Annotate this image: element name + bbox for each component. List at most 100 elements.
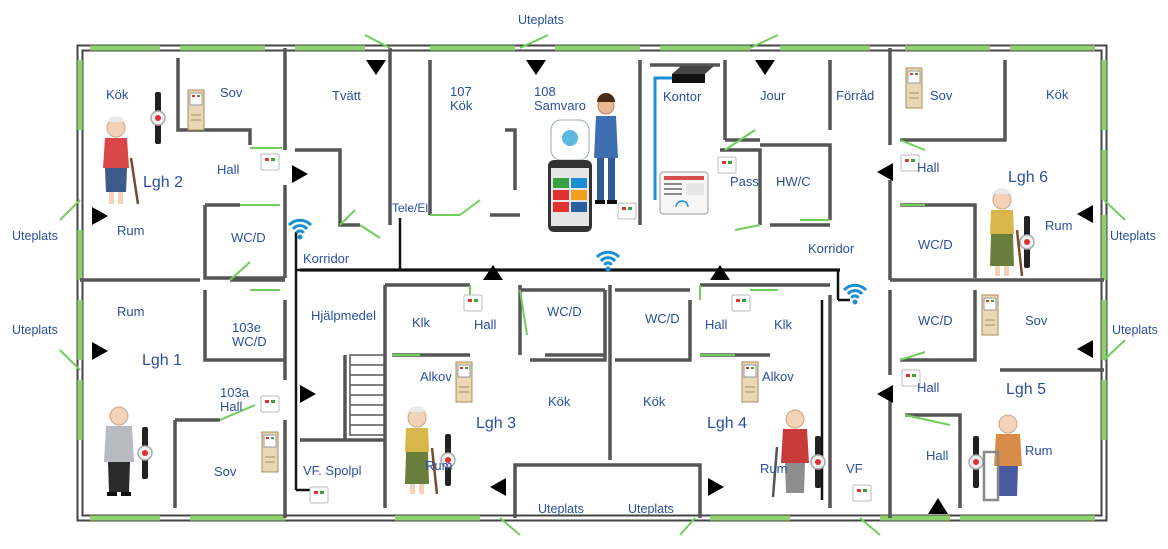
sensor-arrow-icon [710,265,730,280]
control-panel-icon [659,171,709,215]
alarm-wristband-icon [137,426,153,480]
sensor-arrow-icon [92,342,108,360]
room-kok-lgh6: Kök [1046,87,1069,102]
wall-alarm-button-icon [463,294,483,312]
sensor-arrow-icon [366,60,386,75]
elderly-person-icon [982,414,1022,502]
room-kontor: Kontor [663,89,702,104]
sensor-arrow-icon [708,478,724,496]
room-rum-lgh6: Rum [1045,218,1072,233]
room-sov-lgh5: Sov [1025,313,1048,328]
alarm-panel-icon [261,431,279,473]
sensor-arrow-icon [928,498,948,514]
room-wcd-lgh5: WC/D [918,313,953,328]
room-klk-lgh3: Klk [412,315,431,330]
alarm-wristband-icon [150,91,166,145]
outdoor-label: Uteplats [1110,229,1156,243]
room-vf-spolpl: VF. Spolpl [303,463,362,478]
room-kok-lgh2: Kök [106,87,129,102]
room-sov-lgh1: Sov [214,464,237,479]
room-alkov-lgh4: Alkov [762,369,794,384]
outer-walls [76,44,1108,522]
wall-alarm-button-icon [731,294,751,312]
room-korridor-right: Korridor [808,241,855,256]
outdoor-label: Uteplats [518,13,564,27]
elderly-person-icon [988,186,1024,278]
sensor-arrows [92,60,1093,514]
alarm-wristband-icon [1019,215,1035,269]
sensor-arrow-icon [300,385,316,403]
room-sov-lgh6: Sov [930,88,953,103]
room-jour: Jour [760,88,786,103]
outdoor-label: Uteplats [628,502,674,516]
outdoor-label: Uteplats [12,323,58,337]
room-hall-lgh5: Hall [917,380,940,395]
room-rum-lgh4: Rum [760,461,787,476]
sensor-arrow-icon [1077,340,1093,358]
alarm-panel-icon [981,294,999,336]
elderly-person-icon [103,406,135,497]
room-wcd-lgh2: WC/D [231,230,266,245]
elderly-person-icon [403,404,439,496]
windows [77,45,1107,521]
room-hall-lgh6: Hall [917,160,940,175]
apartment-lgh6: Lgh 6 [1008,169,1048,186]
room-korridor-left: Korridor [303,251,350,266]
apartment-lgh5: Lgh 5 [1006,381,1046,398]
inner-walls [80,48,1104,518]
sensor-arrow-icon [877,385,893,403]
room-hall-lgh2: Hall [217,162,240,177]
mobile-phone-icon [548,119,592,232]
apartment-lgh4: Lgh 4 [707,415,747,432]
room-rum-lgh5: Rum [1025,443,1052,458]
sensor-arrow-icon [490,478,506,496]
wall-alarm-button-icon [260,153,280,171]
stairs [349,354,386,436]
sensor-arrow-icon [526,60,546,75]
alarm-wristband-icon [968,435,984,489]
sensor-arrow-icon [483,265,503,280]
elderly-person-icon [771,409,809,498]
room-wcd-lgh6: WC/D [918,237,953,252]
wall-alarm-button-icon [309,486,329,504]
sensor-arrow-icon [292,165,308,183]
room-kok-lgh3: Kök [548,394,571,409]
room-hall-lgh4: Hall [705,317,728,332]
blue-cable [653,76,672,200]
wall-alarm-button-icon [717,156,737,174]
alarm-panel-icon [741,361,759,403]
apartment-lgh1: Lgh 1 [142,352,182,369]
alarm-panel-icon [905,67,923,109]
room-hjalpmedel: Hjälpmedel [311,308,376,323]
network-switch-icon [672,66,714,83]
nurse-icon [594,93,618,204]
apartment-lgh2: Lgh 2 [143,174,183,191]
room-klk-lgh4: Klk [774,317,793,332]
wall-alarm-button-icon [617,202,637,220]
room-forrad: Förråd [836,88,874,103]
room-rum-lgh2: Rum [117,223,144,238]
room-tvatt: Tvätt [332,88,361,103]
wifi-icon [287,218,313,241]
room-vf-right: VF [846,461,863,476]
wall-alarm-button-icon [260,395,280,413]
room-wcd-lgh3: WC/D [547,304,582,319]
room-kok-lgh4: Kök [643,394,666,409]
apartment-lgh3: Lgh 3 [476,415,516,432]
room-pass: Pass [730,174,759,189]
elderly-person-icon [101,114,140,206]
doors [59,34,1126,536]
outdoor-label: Uteplats [1112,323,1158,337]
room-hall-lgh3: Hall [474,317,497,332]
room-hall-lower-right: Hall [926,448,949,463]
wifi-icon [842,283,868,306]
outdoor-label: Uteplats [12,229,58,243]
room-rum-lgh1: Rum [117,304,144,319]
room-sov-lgh2: Sov [220,85,243,100]
sensor-arrow-icon [1077,205,1093,223]
sensor-arrow-icon [755,60,775,75]
